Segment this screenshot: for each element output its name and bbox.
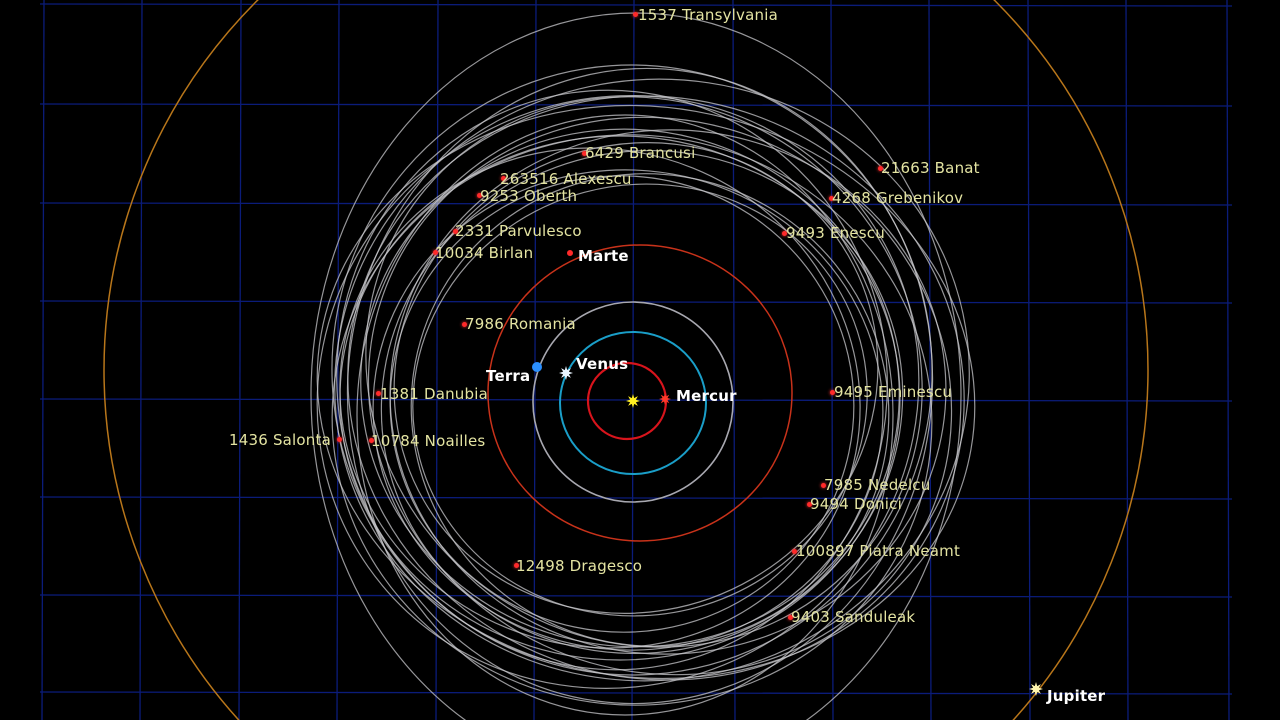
grid-line-vertical	[928, 0, 932, 720]
asteroid-label: 9495 Eminescu	[834, 383, 953, 401]
celestial-bodies	[532, 250, 1043, 696]
planet-label-marte: Marte	[578, 247, 629, 265]
grid-line-vertical	[1226, 0, 1230, 720]
asteroid-marker-icon[interactable]	[452, 228, 458, 234]
asteroid-marker-icon[interactable]	[781, 230, 787, 236]
asteroid-label: 10784 Noailles	[371, 432, 486, 450]
planet-label-jupiter: Jupiter	[1047, 687, 1106, 705]
grid-line-vertical	[631, 0, 635, 720]
asteroid-marker-icon[interactable]	[461, 321, 467, 327]
asteroid-label: 1436 Salonta	[229, 431, 331, 449]
planet-label-terra: Terra	[486, 367, 531, 385]
orbit-terra	[532, 301, 734, 503]
orbit-jupiter	[103, 0, 1149, 720]
coordinate-grid	[39, 0, 1233, 720]
grid-line-horizontal	[39, 496, 1233, 500]
asteroid-label: 1381 Danubia	[380, 385, 488, 403]
asteroid-marker-icon[interactable]	[791, 548, 797, 554]
asteroid-orbit-path	[367, 116, 953, 676]
asteroid-marker-icon[interactable]	[877, 165, 883, 171]
asteroid-label: 4268 Grebenikov	[832, 189, 964, 207]
asteroid-label: 2331 Parvulesco	[455, 222, 582, 240]
asteroid-orbit-path	[412, 183, 868, 617]
asteroid-marker-icon[interactable]	[829, 389, 835, 395]
sun-star-icon[interactable]	[626, 394, 640, 408]
planet-jupiter-icon[interactable]	[1029, 682, 1043, 696]
asteroid-label: 12498 Dragesco	[516, 557, 643, 575]
asteroid-marker-icon[interactable]	[806, 501, 812, 507]
grid-line-horizontal	[39, 202, 1233, 206]
asteroid-label: 100897 Piatra Neamt	[796, 542, 961, 560]
planet-mars-icon[interactable]	[567, 250, 573, 256]
asteroid-orbit-path	[334, 78, 970, 682]
grid-line-vertical	[435, 0, 439, 720]
grid-line-horizontal	[39, 691, 1233, 695]
planet-label-venus: Venus	[576, 355, 629, 373]
grid-line-vertical	[139, 0, 143, 720]
asteroid-orbit-path	[389, 129, 947, 655]
asteroid-label: 7985 Nedelcu	[824, 476, 931, 494]
asteroid-label: 9403 Sanduleak	[791, 608, 916, 626]
planet-label-mercur: Mercur	[676, 387, 737, 405]
asteroid-marker-icon[interactable]	[632, 11, 638, 17]
asteroid-orbit-path	[339, 147, 861, 649]
asteroid-marker-icon[interactable]	[375, 390, 381, 396]
asteroid-label: 6429 Brancusi	[585, 144, 696, 162]
grid-line-horizontal	[39, 3, 1233, 7]
asteroid-label: 7986 Romania	[465, 315, 576, 333]
asteroid-label: 263516 Alexescu	[500, 170, 632, 188]
asteroid-marker-icon[interactable]	[581, 150, 587, 156]
planet-mercury-icon[interactable]	[659, 393, 671, 405]
asteroid-label: 9493 Enescu	[786, 224, 885, 242]
grid-line-horizontal	[39, 594, 1233, 598]
planet-venus-icon[interactable]	[559, 366, 573, 380]
asteroid-orbit-path	[316, 95, 920, 689]
grid-line-vertical	[1125, 0, 1129, 720]
grid-line-vertical	[533, 0, 537, 720]
asteroid-orbit-path	[393, 142, 879, 614]
grid-line-vertical	[238, 0, 242, 720]
asteroid-label: 10034 Birlan	[435, 244, 534, 262]
asteroid-orbit-path	[347, 95, 965, 681]
asteroid-marker-icon[interactable]	[336, 436, 342, 442]
asteroid-marker-icon[interactable]	[513, 562, 519, 568]
asteroid-marker-icon[interactable]	[368, 437, 374, 443]
asteroid-orbit-path	[356, 114, 894, 716]
orbit-marte	[487, 244, 793, 542]
asteroid-orbit-path	[380, 149, 904, 655]
asteroid-label: 9494 Donici	[810, 495, 902, 513]
asteroid-label: 9253 Oberth	[480, 187, 578, 205]
grid-line-vertical	[41, 0, 45, 720]
grid-line-vertical	[1027, 0, 1031, 720]
asteroid-marker-icon[interactable]	[432, 249, 438, 255]
grid-line-vertical	[830, 0, 834, 720]
asteroid-marker-icon[interactable]	[820, 482, 826, 488]
asteroid-marker-icon[interactable]	[787, 614, 793, 620]
orbit-venus	[559, 331, 707, 475]
asteroid-orbits	[310, 12, 976, 720]
asteroid-label: 21663 Banat	[881, 159, 980, 177]
asteroid-orbit-path	[389, 175, 855, 633]
asteroid-orbit-path	[331, 134, 933, 706]
asteroid-marker-icon[interactable]	[476, 192, 482, 198]
asteroid-label: 1537 Transylvania	[638, 6, 778, 24]
asteroid-orbit-path	[372, 169, 884, 651]
planet-earth-icon[interactable]	[532, 362, 542, 372]
asteroid-marker-icon[interactable]	[500, 175, 506, 181]
asteroid-orbit-path	[346, 67, 934, 705]
asteroid-marker-icon[interactable]	[828, 195, 834, 201]
